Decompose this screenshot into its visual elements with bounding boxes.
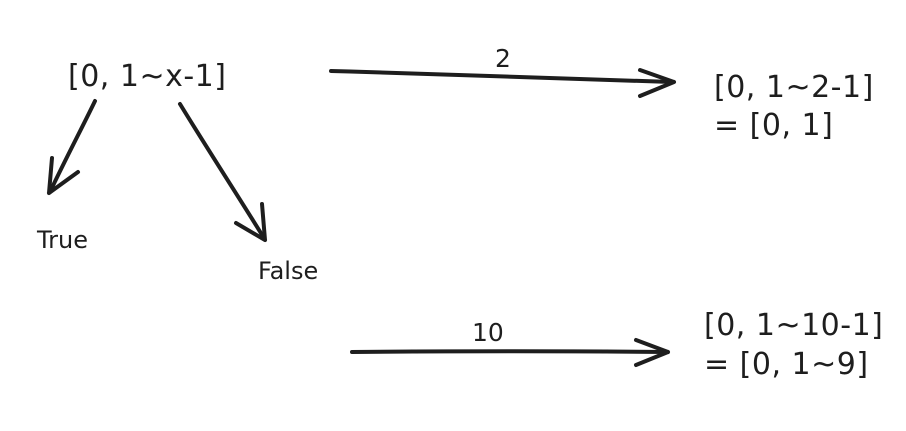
example-1-arrow-label: 2	[495, 44, 511, 73]
example-2-result-line1: [0, 1~10-1]	[704, 308, 884, 343]
arrow-to-false	[178, 102, 267, 242]
example-1-result-line1: [0, 1~2-1]	[714, 70, 874, 105]
arrow-example-1	[329, 68, 676, 98]
example-1-result-line2: = [0, 1]	[714, 108, 834, 143]
arrow-to-true	[47, 99, 97, 195]
root-range-label: [0, 1~x-1]	[68, 59, 227, 94]
true-branch-label: True	[37, 226, 88, 254]
arrow-example-2	[350, 338, 670, 367]
false-branch-label: False	[258, 257, 319, 285]
example-2-result-line2: = [0, 1~9]	[704, 347, 869, 382]
example-2-arrow-label: 10	[472, 318, 504, 347]
